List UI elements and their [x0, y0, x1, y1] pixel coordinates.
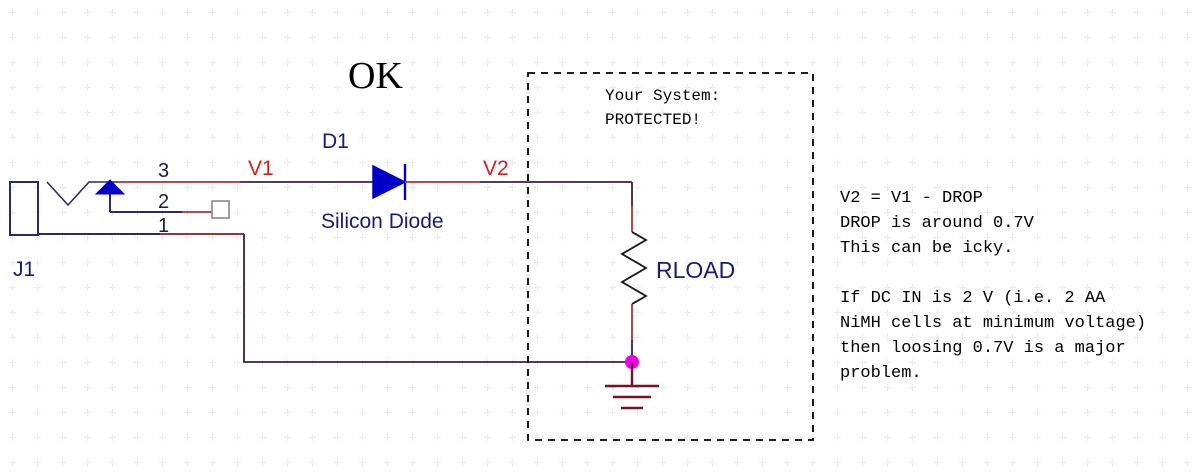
net-v2-wire [405, 181, 633, 206]
pin2-open-stub [182, 200, 230, 219]
pin-label-2: 2 [158, 191, 170, 213]
resistor-rload-symbol [620, 206, 648, 362]
system-box-line1: Your System: [605, 87, 721, 105]
resistor-ref-label: RLOAD [656, 257, 736, 283]
net-label-v1: V1 [248, 157, 274, 180]
return-wire [243, 234, 632, 363]
pin-label-1: 1 [158, 215, 170, 237]
note-block2-line3: then loosing 0.7V is a major [840, 339, 1126, 358]
pin-label-3: 3 [158, 160, 170, 182]
note-block2-line2: NiMH cells at minimum voltage) [840, 314, 1147, 333]
diode-description-label: Silicon Diode [321, 210, 444, 233]
diode-ref-label: D1 [322, 130, 349, 153]
connector-ref-label: J1 [13, 258, 36, 281]
net-label-v2: V2 [483, 157, 509, 180]
system-boundary-box [527, 72, 814, 441]
connector-j1-symbol [9, 179, 244, 236]
note-block1-line1: V2 = V1 - DROP [840, 189, 983, 208]
note-block1-line2: DROP is around 0.7V [840, 214, 1034, 233]
note-block2-line1: If DC IN is 2 V (i.e. 2 AA [840, 289, 1106, 308]
diode-d1-symbol [372, 164, 407, 200]
ok-annotation: OK [348, 55, 403, 97]
note-block2-line4: problem. [840, 364, 922, 383]
note-block1-line3: This can be icky. [840, 239, 1014, 258]
ground-symbol [605, 362, 659, 410]
system-box-line2: PROTECTED! [605, 111, 702, 129]
